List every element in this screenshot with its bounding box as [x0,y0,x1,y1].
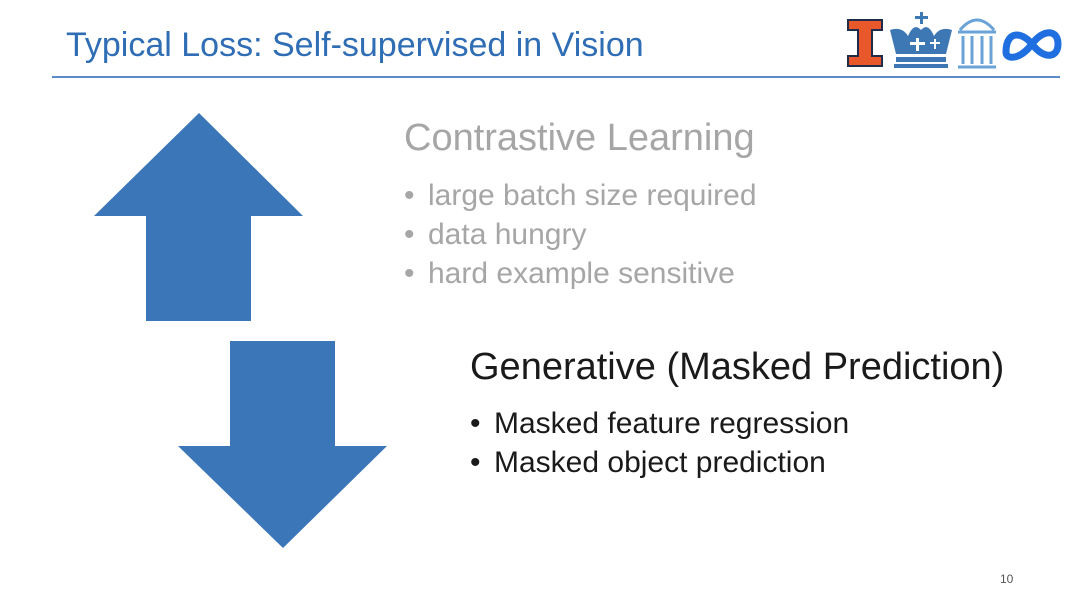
down-arrow-icon [178,341,387,548]
list-item: •hard example sensitive [404,257,735,290]
list-item: •Masked object prediction [470,446,826,479]
list-item: •data hungry [404,218,587,251]
columbia-crown-logo [890,12,952,68]
list-item: •large batch size required [404,179,757,212]
contrastive-heading: Contrastive Learning [404,117,755,159]
slide-title: Typical Loss: Self-supervised in Vision [66,26,644,64]
generative-bullet-list: •Masked feature regression •Masked objec… [470,404,849,482]
page-number: 10 [1000,572,1014,586]
title-divider [52,76,1060,78]
up-arrow-icon [94,113,303,321]
unc-old-well-logo [958,18,996,69]
bullet-text: Masked object prediction [494,446,826,479]
generative-heading: Generative (Masked Prediction) [470,346,1005,388]
bullet-text: large batch size required [428,179,757,212]
bullet-text: hard example sensitive [428,257,735,290]
list-item: •Masked feature regression [470,407,850,440]
bullet-text: Masked feature regression [494,407,850,440]
contrastive-bullet-list: •large batch size required •data hungry … [404,176,757,293]
bullet-text: data hungry [428,218,587,251]
meta-infinity-logo [1002,29,1062,61]
illinois-i-logo [847,19,883,67]
institution-logos [847,12,1062,69]
